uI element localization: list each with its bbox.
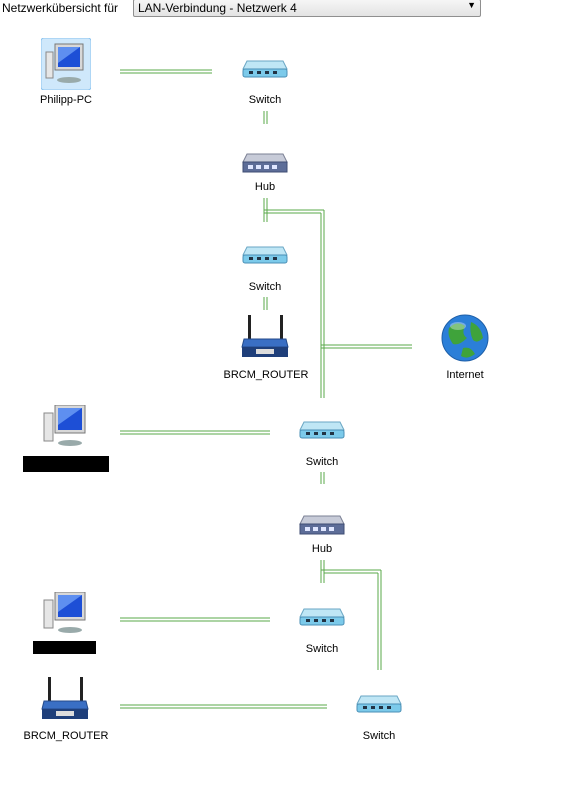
computer-icon[interactable] [40,37,92,93]
router-icon[interactable] [40,675,90,724]
node-hub2[interactable]: Hub [282,543,362,555]
switch-icon[interactable] [298,603,346,632]
hub-icon[interactable] [298,514,346,541]
node-label: Philipp-PC [40,94,92,106]
connection-select-value: LAN-Verbindung - Netzwerk 4 [138,1,297,15]
node-label: Switch [248,281,282,293]
node-switch1[interactable]: Switch [225,94,305,106]
node-label: Switch [305,643,339,655]
node-switch5[interactable]: Switch [339,730,419,742]
dropdown-arrow-icon[interactable]: ▼ [467,0,476,10]
node-label: BRCM_ROUTER [23,730,109,742]
computer-icon[interactable] [41,404,91,452]
switch-icon[interactable] [355,690,403,719]
switch-icon[interactable] [241,241,289,270]
node-switch4[interactable]: Switch [282,643,362,655]
redacted-name [23,456,109,472]
node-label: BRCM_ROUTER [223,369,309,381]
node-label: Switch [362,730,396,742]
node-router1[interactable]: BRCM_ROUTER [211,369,321,381]
node-switch3[interactable]: Switch [282,456,362,468]
node-pc1[interactable]: Philipp-PC [26,94,106,106]
node-switch2[interactable]: Switch [225,281,305,293]
node-label: Hub [254,181,276,193]
connection-select[interactable]: LAN-Verbindung - Netzwerk 4 ▼ [133,0,481,17]
computer-icon[interactable] [41,591,91,639]
hub-icon[interactable] [241,152,289,179]
network-map-label: Netzwerkübersicht für [2,1,119,15]
switch-icon[interactable] [241,55,289,84]
toolbar: Netzwerkübersicht für LAN-Verbindung - N… [0,0,567,20]
node-internet[interactable]: Internet [425,369,505,381]
switch-icon[interactable] [298,416,346,445]
redacted-name [33,641,96,654]
node-router2[interactable]: BRCM_ROUTER [11,730,121,742]
node-label: Switch [305,456,339,468]
node-hub1[interactable]: Hub [225,181,305,193]
node-label: Hub [311,543,333,555]
globe-icon[interactable] [441,314,489,367]
router-icon[interactable] [240,313,290,362]
node-label: Internet [446,369,484,381]
node-label: Switch [248,94,282,106]
